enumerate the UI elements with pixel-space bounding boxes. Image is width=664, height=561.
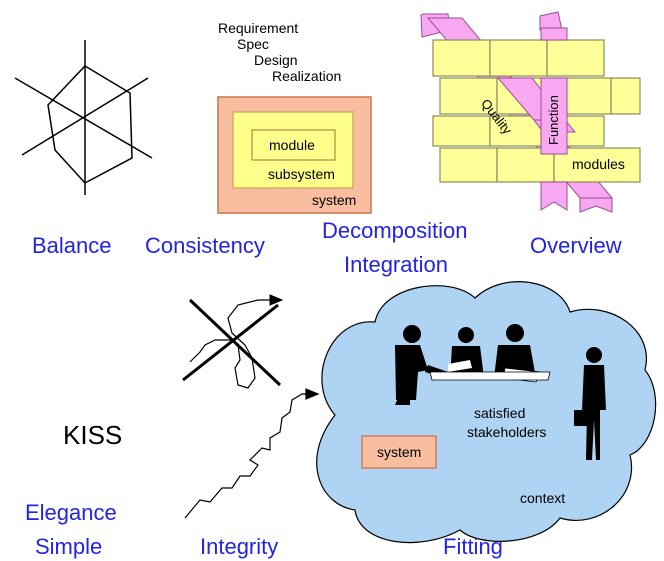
radar-polygon <box>47 65 133 184</box>
function-ribbon <box>540 77 568 155</box>
function-label: Function <box>546 95 561 145</box>
brick <box>553 147 641 183</box>
arrow-head <box>269 294 284 306</box>
step-design: Design <box>254 52 298 68</box>
fitting-system-box <box>361 435 437 469</box>
function-ribbon-top <box>540 27 568 41</box>
person-head <box>506 324 524 342</box>
function-ribbon-top <box>539 11 563 31</box>
fitting-system-label: system <box>377 444 422 460</box>
integration-label: Integration <box>344 252 448 277</box>
person-body <box>582 365 606 460</box>
brick <box>439 147 498 183</box>
stakeholders-icon <box>395 324 606 460</box>
fitting-label: Fitting <box>443 534 503 559</box>
cross-line <box>182 303 279 382</box>
step-spec: Spec <box>237 36 269 52</box>
fitting-cloud <box>316 281 657 544</box>
balance-radar-icon <box>14 40 153 195</box>
step-requirement: Requirement <box>218 20 299 36</box>
modules-label: modules <box>572 156 625 172</box>
consistency-crossed-lines <box>182 294 284 389</box>
quality-ribbon-end <box>579 197 613 213</box>
briefcase-icon <box>574 410 588 426</box>
module-label: module <box>269 137 315 153</box>
consistency-nested-boxes <box>217 96 372 214</box>
person-head <box>458 327 474 343</box>
elegance-label: Elegance <box>25 500 117 525</box>
brick <box>546 39 605 77</box>
paper-icon <box>448 360 472 372</box>
brick <box>432 115 491 147</box>
curvy-path <box>189 299 272 389</box>
context-label: context <box>520 490 566 506</box>
kiss-label: KISS <box>63 420 123 450</box>
overview-wall <box>420 11 641 213</box>
arrow-head <box>305 388 320 400</box>
brick <box>432 39 491 77</box>
brick <box>439 77 498 115</box>
integrity-label: Integrity <box>200 534 279 559</box>
overview-label: Overview <box>530 233 622 258</box>
stakeholders-label: stakeholders <box>467 424 547 440</box>
person-head <box>403 325 421 343</box>
subsystem-label: subsystem <box>268 166 335 182</box>
decomposition-label: Decomposition <box>322 218 468 243</box>
module-box <box>251 129 336 161</box>
satisfied-label: satisfied <box>474 405 526 421</box>
integrity-step-line <box>184 388 320 519</box>
consistency-label: Consistency <box>145 233 265 258</box>
person-body <box>395 345 428 400</box>
system-label: system <box>312 192 357 208</box>
person-head <box>586 347 602 363</box>
simple-label: Simple <box>35 534 103 559</box>
table <box>429 371 551 381</box>
person-foot <box>395 398 410 405</box>
balance-label: Balance <box>32 233 112 258</box>
brick <box>489 39 548 77</box>
function-ribbon-end <box>540 181 568 211</box>
step-realization: Realization <box>272 68 342 84</box>
brick <box>496 147 555 183</box>
integrity-path <box>184 393 308 519</box>
brick <box>610 77 641 115</box>
